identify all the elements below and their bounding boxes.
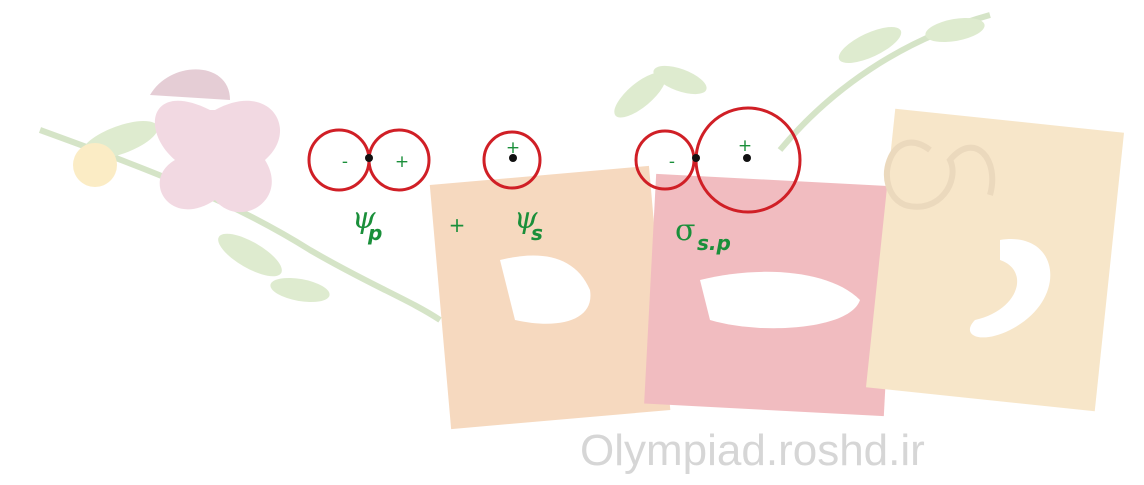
background-decoration	[38, 12, 1125, 430]
sigma-nucleus-dot-left	[692, 154, 700, 162]
letter-card	[644, 173, 896, 417]
s-orbital-nucleus-dot	[509, 154, 517, 162]
letter-card-glyph	[969, 239, 1051, 338]
psi-p-subscript: p	[367, 221, 382, 245]
sigma-large-lobe-sign: +	[738, 136, 752, 156]
psi-s-symbol: ψ	[514, 201, 538, 236]
watermark-text: Olympiad.roshd.ir	[580, 426, 925, 475]
vine-stem	[38, 127, 442, 323]
psi-s-subscript: s	[531, 221, 543, 245]
leaf-shape	[270, 277, 330, 303]
p-orbital: - +	[307, 128, 431, 192]
letter-card-glyph	[500, 255, 591, 324]
butterfly-shape	[154, 100, 281, 213]
sigma-nucleus-dot-right	[743, 154, 751, 162]
leaf-shape	[925, 17, 985, 43]
s-orbital: +	[482, 130, 542, 190]
butterfly-wing	[150, 69, 230, 100]
butterfly-shape	[884, 139, 996, 210]
sigma-subscript: s.p	[697, 231, 731, 255]
leaf-shape	[614, 72, 666, 118]
flower-shape	[73, 143, 117, 187]
s-orbital-sign: +	[506, 138, 520, 158]
sigma-sp-bond: - +	[634, 106, 802, 214]
psi-s-label: ψ s	[514, 201, 543, 245]
letter-card-glyph	[700, 271, 860, 329]
letter-card	[865, 108, 1125, 412]
p-orbital-right-sign: +	[395, 152, 409, 172]
leaf-shape	[838, 26, 902, 64]
sigma-small-lobe-sign: -	[669, 152, 675, 172]
psi-p-label: ψ p	[352, 201, 382, 245]
psi-p-symbol: ψ	[352, 201, 376, 236]
leaf-shape	[218, 233, 282, 277]
s-orbital-sphere	[482, 130, 542, 190]
sigma-symbol: σ	[675, 213, 695, 248]
leaf-shape	[653, 65, 707, 95]
vine-stem	[777, 12, 991, 152]
p-orbital-left-lobe	[307, 128, 371, 192]
sigma-sp-label: σ s.p	[675, 213, 731, 255]
p-orbital-left-sign: -	[342, 152, 348, 172]
p-orbital-nucleus-dot	[365, 154, 373, 162]
plus-operator: +	[449, 213, 466, 237]
leaf-shape	[82, 121, 158, 159]
letter-card	[429, 165, 671, 430]
